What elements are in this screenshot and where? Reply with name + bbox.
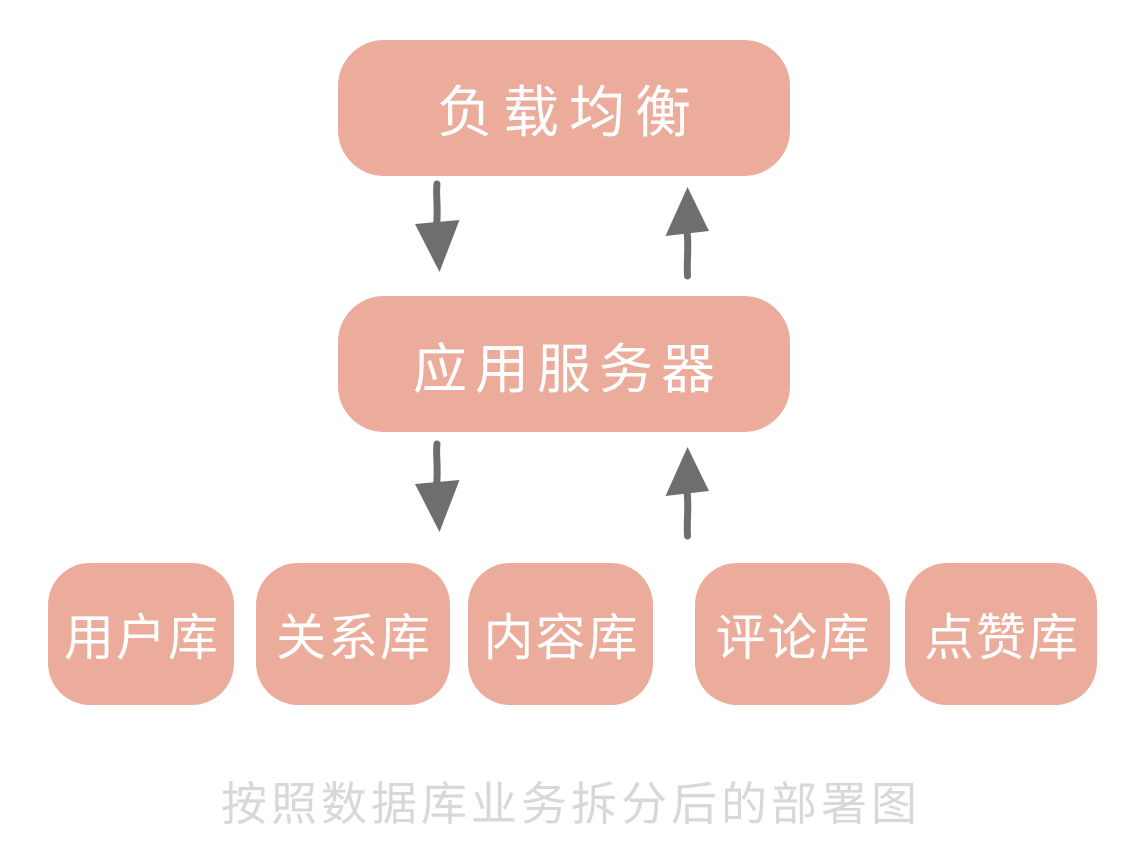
node-app-server-label: 应用服务器 [413,339,723,400]
diagram-caption: 按照数据库业务拆分后的部署图 [221,778,921,830]
node-like-db-label: 点赞库 [924,610,1080,666]
node-content-db: 内容库 [468,563,653,705]
up-arrow-icon [665,187,709,280]
node-app-server: 应用服务器 [338,296,790,432]
node-user-db-label: 用户库 [64,610,220,666]
node-comment-db: 评论库 [695,563,890,705]
node-load-balancer: 负载均衡 [338,40,790,176]
node-relation-db: 关系库 [256,563,450,705]
node-user-db: 用户库 [48,563,234,705]
node-load-balancer-label: 负载均衡 [437,80,701,144]
up-arrow-icon [665,447,709,540]
node-like-db: 点赞库 [905,563,1097,705]
node-comment-db-label: 评论库 [715,610,872,666]
down-arrow-icon [415,440,460,532]
down-arrow-icon [415,180,460,272]
node-relation-db-label: 关系库 [276,610,432,666]
node-content-db-label: 内容库 [483,610,640,666]
